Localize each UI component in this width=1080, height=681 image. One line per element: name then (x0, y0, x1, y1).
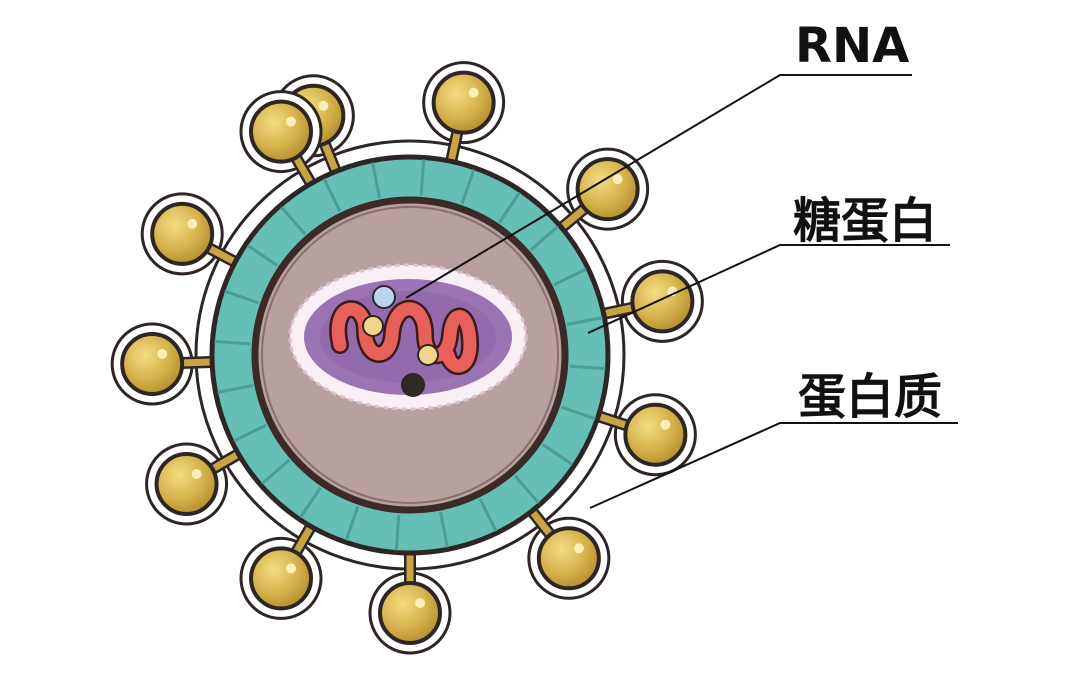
spike-head (249, 546, 313, 611)
envelope-segments (214, 159, 606, 551)
spike-highlight (612, 174, 623, 185)
envelope-segment-line (214, 339, 251, 346)
envelope-segment-line (529, 225, 559, 252)
spike-highlight (573, 543, 584, 554)
leader-line-rna (405, 74, 912, 299)
label-rna: RNA (795, 18, 910, 74)
envelope-segment-line (233, 423, 267, 443)
envelope-segment-line (344, 505, 360, 541)
envelope-segment-line (299, 486, 322, 519)
glycoprotein-spike (145, 442, 250, 526)
envelope-segment-line (224, 289, 260, 305)
envelope-segment-line (280, 206, 307, 236)
capsid-inner-ring (261, 206, 559, 504)
spike-head (378, 581, 442, 645)
envelope-segment-line (460, 169, 476, 205)
spike-highlight (157, 349, 168, 360)
label-protein: 蛋白质 (798, 369, 943, 425)
spike-highlight (286, 116, 296, 127)
rna-bead-yellow-2 (417, 344, 439, 366)
envelope-segment-line (498, 191, 521, 224)
spike-highlight (318, 100, 329, 111)
glycoprotein-spike (591, 259, 704, 343)
spike-highlight (415, 598, 425, 608)
envelope-segment-line (513, 474, 540, 504)
spike-highlight (468, 87, 479, 98)
glycoprotein-spike (422, 61, 506, 174)
envelope-segment-line (560, 405, 596, 421)
spike-head (154, 452, 219, 516)
spike-head (630, 269, 695, 334)
envelope-segment-line (541, 443, 574, 466)
envelope-segment-line (217, 384, 254, 394)
label-glycoprotein: 糖蛋白 (793, 193, 938, 249)
spike-highlight (187, 218, 198, 229)
envelope-segment-line (246, 244, 279, 267)
leader-line-glycoprotein (587, 244, 950, 334)
spike-head (575, 157, 640, 222)
glycoprotein-spike (110, 322, 225, 406)
envelope-segment-line (261, 458, 291, 485)
envelope-segment-line (322, 178, 342, 212)
spike-highlight (660, 419, 671, 430)
envelope-segment-line (371, 162, 381, 199)
envelope-segment-line (553, 267, 587, 287)
glycoprotein-spikes (110, 61, 704, 655)
envelope-segment-line (394, 514, 401, 551)
leader-line-protein (589, 422, 958, 509)
glycoprotein-spike (368, 541, 452, 655)
glycoprotein-spike (586, 393, 697, 477)
rna-bead-yellow-1 (362, 315, 384, 337)
envelope-segment-line (569, 364, 606, 371)
glycoprotein-spike (140, 192, 247, 276)
envelope-segment-line (478, 498, 498, 532)
glycoprotein-spike (239, 515, 323, 620)
rna-bead-dark (401, 373, 425, 397)
glycoprotein-spike (522, 500, 611, 600)
spike-head (623, 402, 688, 467)
envelope-segment-line (419, 159, 426, 196)
glycoprotein-spike (551, 147, 650, 238)
spike-head (120, 332, 185, 397)
spike-head (150, 201, 215, 266)
spike-highlight (191, 469, 202, 479)
envelope-segment-line (566, 316, 603, 326)
envelope-segment-line (439, 511, 449, 548)
spike-head (536, 526, 601, 591)
spike-highlight (286, 563, 296, 574)
glycoprotein-spike (239, 90, 323, 195)
spike-head (249, 99, 313, 164)
spike-head (431, 70, 496, 135)
rna-bead-blue (372, 285, 396, 309)
